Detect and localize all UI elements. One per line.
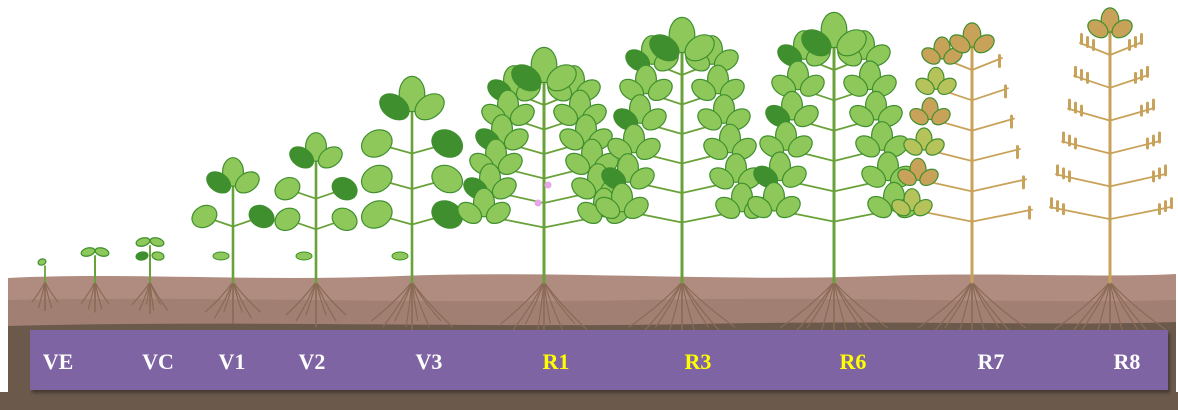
leaflet — [149, 236, 165, 247]
branch — [1110, 109, 1152, 121]
leaflet — [427, 160, 468, 198]
leaflet — [328, 204, 361, 235]
pod — [1062, 203, 1065, 215]
pod — [1028, 206, 1031, 220]
pod — [1074, 138, 1077, 150]
pod — [1158, 132, 1161, 144]
branch — [972, 119, 1014, 131]
plant-v3 — [357, 76, 468, 282]
stage-label-r7: R7 — [951, 349, 1031, 375]
plant-r3 — [592, 17, 772, 282]
leaflet — [188, 201, 221, 232]
leaflet — [135, 251, 148, 261]
pod — [1146, 66, 1149, 78]
pod — [1092, 39, 1095, 51]
plant-vc2 — [135, 236, 165, 282]
branch — [972, 210, 1032, 222]
pod — [1074, 66, 1077, 78]
pod — [1158, 167, 1161, 179]
leaflet — [271, 204, 304, 235]
flower — [545, 182, 552, 189]
leaflet — [37, 258, 47, 266]
pod — [1004, 84, 1007, 98]
branch — [972, 58, 1002, 70]
pod — [1146, 102, 1149, 114]
pod — [1068, 170, 1071, 182]
pod — [1016, 145, 1019, 159]
pod — [1158, 203, 1161, 215]
branch — [972, 179, 1026, 191]
pod — [1080, 33, 1083, 45]
pod — [1152, 170, 1155, 182]
soil-bottom — [0, 392, 1178, 410]
pod — [1164, 164, 1167, 176]
pod — [1010, 115, 1013, 129]
pod — [1068, 135, 1071, 147]
stage-label-r8: R8 — [1087, 349, 1167, 375]
leaflet — [271, 173, 304, 204]
leaflet — [80, 246, 96, 257]
pod — [1086, 36, 1089, 48]
branch — [1110, 174, 1164, 186]
plant-v1 — [188, 158, 278, 282]
flower — [535, 200, 542, 207]
branch — [972, 88, 1008, 100]
leaflet — [245, 201, 278, 232]
pod — [1056, 200, 1059, 212]
pod — [1022, 175, 1025, 189]
pod — [1152, 99, 1155, 111]
pod — [1146, 138, 1149, 150]
branch — [1110, 142, 1158, 154]
pod — [1062, 132, 1065, 144]
pod — [1050, 197, 1053, 209]
stage-label-r3: R3 — [658, 349, 738, 375]
pod — [1164, 200, 1167, 212]
plant-r1 — [454, 47, 634, 282]
plants — [37, 8, 1173, 282]
leaflet — [427, 124, 468, 162]
pod — [1074, 102, 1077, 114]
branch — [1074, 76, 1110, 88]
pod — [1140, 33, 1143, 45]
stage-label-v3: V3 — [389, 349, 469, 375]
pod — [1068, 99, 1071, 111]
stage-label-vc: VC — [118, 349, 198, 375]
plant-r7 — [889, 23, 1032, 282]
plant-r6 — [744, 12, 924, 282]
cotyledon — [392, 252, 408, 260]
pod — [1080, 105, 1083, 117]
leaflet — [328, 173, 361, 204]
pod — [1140, 105, 1143, 117]
pod — [1128, 39, 1131, 51]
pod — [1062, 167, 1065, 179]
pod — [1086, 72, 1089, 84]
leaflet — [357, 195, 398, 233]
pod — [1080, 69, 1083, 81]
leaflet — [357, 124, 398, 162]
leaflet — [151, 251, 164, 261]
leaflet — [357, 160, 398, 198]
stage-label-v1: V1 — [192, 349, 272, 375]
branch — [972, 149, 1020, 161]
cotyledon — [213, 252, 229, 260]
cotyledon — [296, 252, 312, 260]
stage-label-ve: VE — [18, 349, 98, 375]
pod — [1056, 164, 1059, 176]
plant-v2 — [271, 133, 361, 282]
pod — [1152, 135, 1155, 147]
leaflet — [94, 246, 110, 257]
stage-label-v2: V2 — [272, 349, 352, 375]
pod — [1134, 36, 1137, 48]
stage-label-r1: R1 — [516, 349, 596, 375]
pod — [998, 54, 1001, 68]
pod — [1140, 69, 1143, 81]
pod — [1134, 72, 1137, 84]
leaflet — [135, 236, 151, 247]
stage-label-r6: R6 — [813, 349, 893, 375]
pod — [1170, 197, 1173, 209]
plant-r8 — [1050, 8, 1173, 282]
